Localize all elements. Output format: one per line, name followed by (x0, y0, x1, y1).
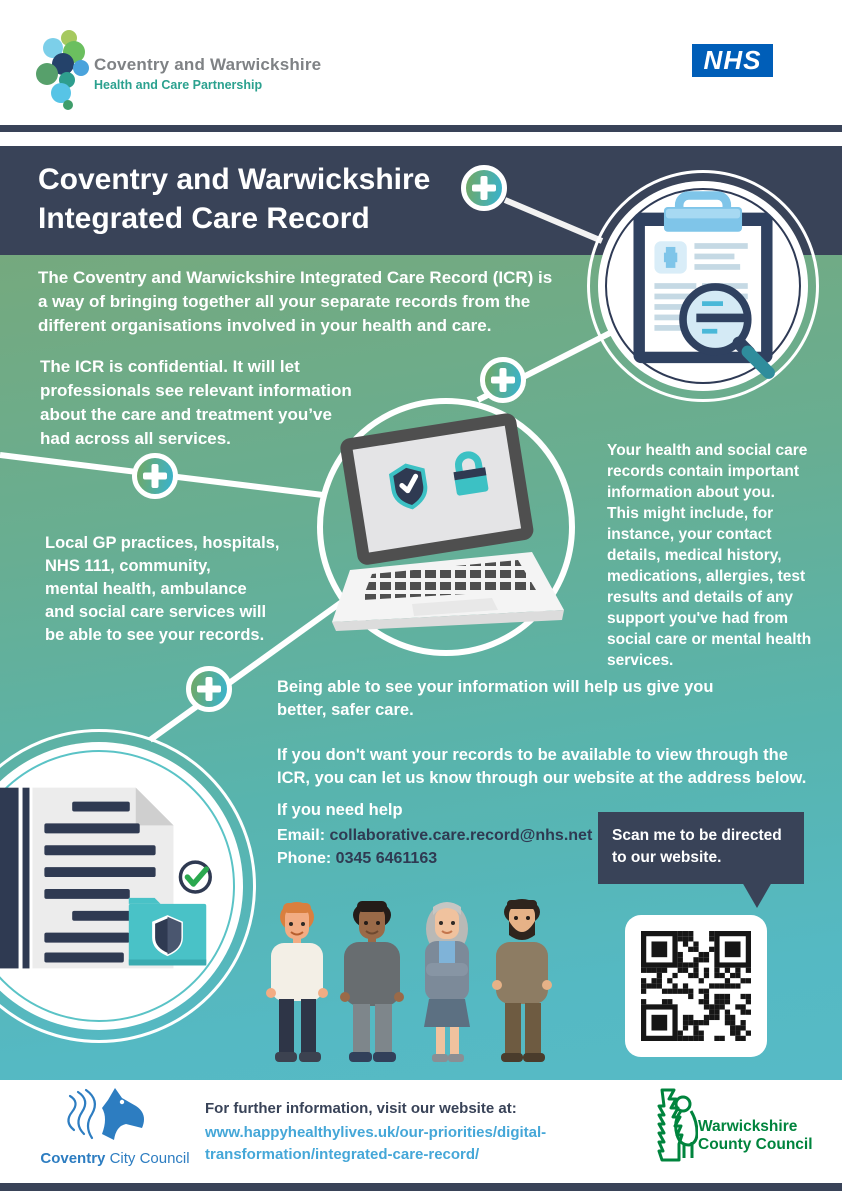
plus-icon (480, 357, 526, 403)
warwickshire-emblem (657, 1088, 698, 1162)
document-icon (0, 787, 212, 969)
nhs-logo-text: NHS (703, 45, 762, 75)
checkmark-icon (178, 860, 212, 894)
folder-shield-icon (128, 897, 207, 966)
better-care-paragraph: Being able to see your information will … (277, 678, 714, 719)
laptop-icon (332, 413, 564, 631)
warwickshire-logo-text: Warwickshire County Council (698, 1118, 813, 1154)
email-address[interactable]: collaborative.care.record@nhs.net (329, 827, 593, 844)
clipboard-icon (633, 191, 775, 379)
laptop-circle (317, 398, 575, 656)
speech-bubble-tail (742, 882, 772, 908)
padlock-icon (453, 451, 489, 496)
shield-check-icon (388, 463, 428, 510)
partnership-logo-subtitle: Health and Care Partnership (94, 78, 263, 92)
email-line: Email: collaborative.care.record@nhs.net (277, 827, 592, 845)
qr-code (625, 915, 767, 1057)
phone-line: Phone: 0345 6461163 (277, 850, 437, 868)
people-illustration (266, 899, 552, 1062)
bottom-divider-bar (0, 1183, 842, 1191)
coventry-logo (67, 1088, 144, 1140)
plus-icon (186, 666, 232, 712)
speech-bubble: Scan me to be directed to our website. (598, 812, 804, 884)
phone-label: Phone: (277, 850, 332, 867)
your-records-paragraph: Your health and social care records cont… (607, 442, 812, 669)
footer (0, 1080, 842, 1183)
top-divider-bar (0, 125, 842, 132)
confidential-paragraph: The ICR is confidential. It will let pro… (40, 357, 352, 448)
email-label: Email: (277, 827, 326, 844)
coventry-logo-text: Coventry City Council (30, 1150, 200, 1167)
page-title: Coventry and Warwickshire Integrated Car… (38, 163, 431, 235)
partnership-logo (36, 30, 89, 110)
footer-info-label: For further information, visit our websi… (205, 1100, 517, 1117)
footer-website-url[interactable]: www.happyhealthylives.uk/our-priorities/… (205, 1124, 547, 1163)
warwickshire-line2: County Council (698, 1136, 813, 1153)
coventry-logo-bold: Coventry (40, 1150, 106, 1167)
help-heading: If you need help (277, 801, 403, 819)
coventry-logo-rest: City Council (105, 1150, 190, 1167)
opt-out-paragraph: If you don't want your records to be ava… (277, 746, 807, 787)
plus-icon (461, 165, 507, 211)
intro-paragraph: The Coventry and Warwickshire Integrated… (38, 268, 553, 335)
plus-icon (132, 453, 178, 499)
nhs-logo: NHS (692, 44, 773, 77)
qr-code-pattern (641, 931, 751, 1041)
warwickshire-line1: Warwickshire (698, 1118, 798, 1135)
phone-number[interactable]: 0345 6461163 (335, 850, 438, 867)
local-services-paragraph: Local GP practices, hospitals, NHS 111, … (45, 534, 280, 644)
partnership-logo-title: Coventry and Warwickshire (94, 55, 322, 74)
